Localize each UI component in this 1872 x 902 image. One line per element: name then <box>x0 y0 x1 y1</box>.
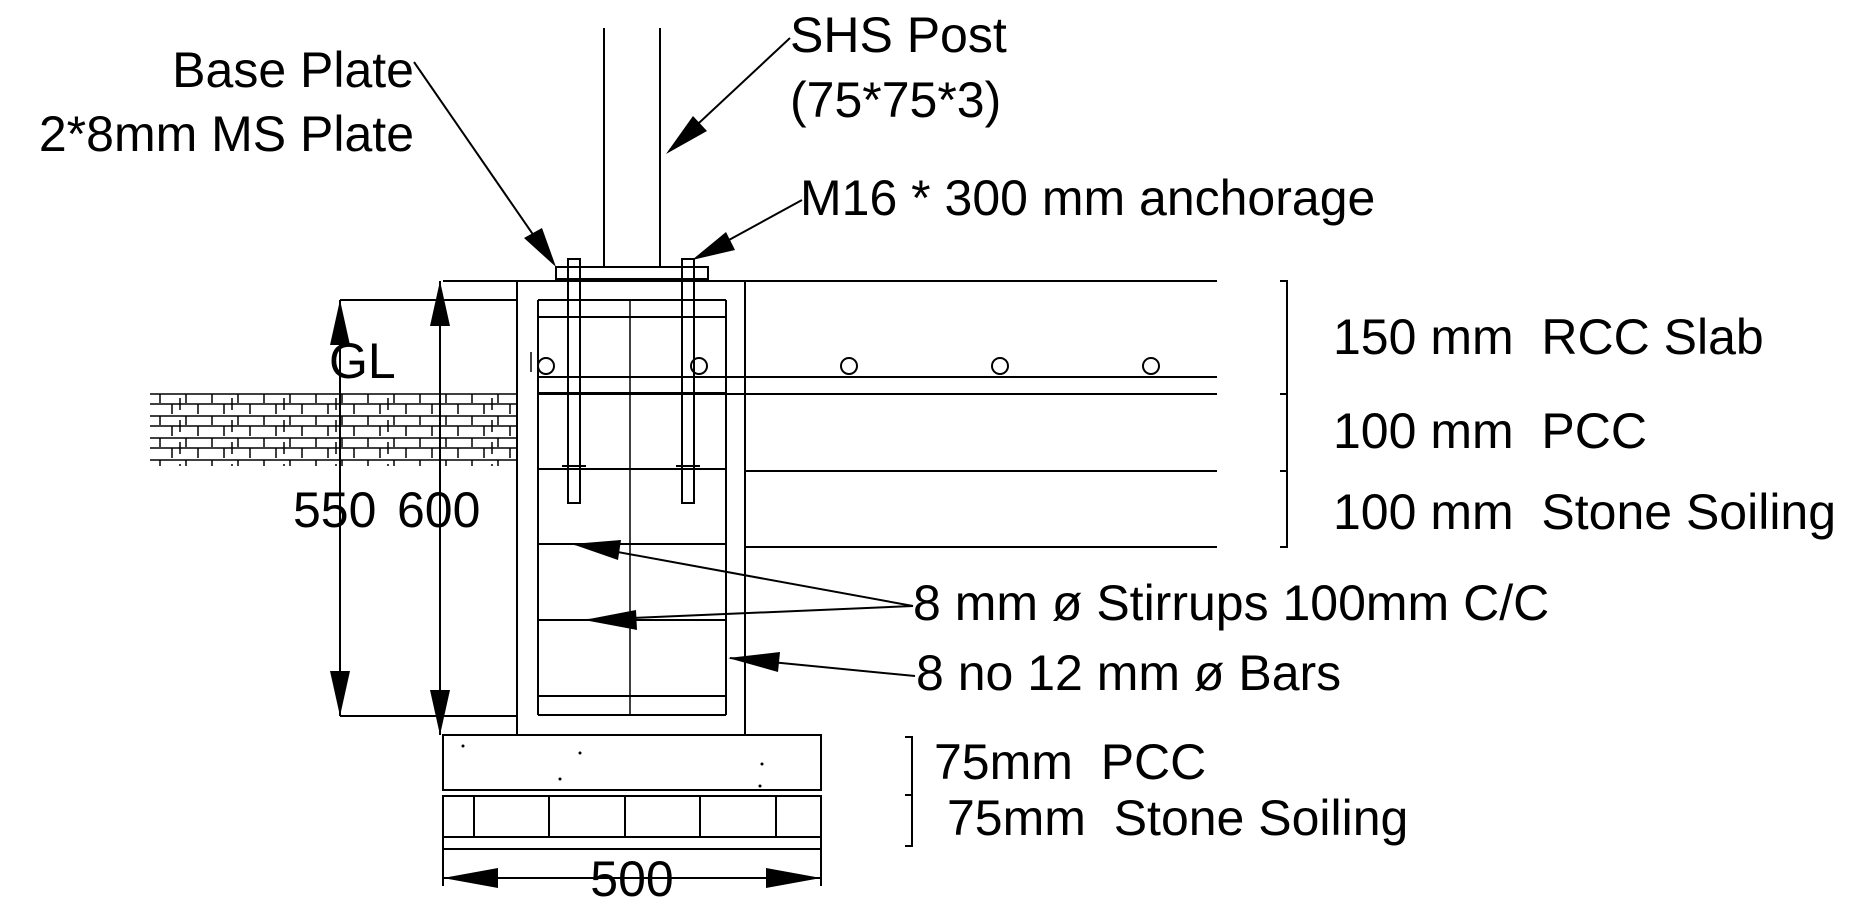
footing-stone-soiling <box>442 789 822 850</box>
slab-rebars <box>530 352 1160 375</box>
layer-brackets <box>905 280 1288 847</box>
footing-pcc-block <box>442 734 822 791</box>
pcc-layer-label: 100 mm PCC <box>1333 403 1647 459</box>
ground-level-label: GL <box>329 333 396 389</box>
shs-post-label: SHS Post <box>790 7 1007 63</box>
base-plate-label: Base Plate <box>172 42 414 98</box>
base-plate <box>555 266 709 280</box>
footing-pcc-label: 75mm PCC <box>934 734 1206 790</box>
bars-label: 8 no 12 mm ø Bars <box>916 645 1341 701</box>
slab-layers <box>443 280 1217 548</box>
anchor-bolts <box>562 258 700 504</box>
dimension-lines <box>330 281 822 888</box>
pedestal-column <box>516 281 746 735</box>
rcc-slab-label: 150 mm RCC Slab <box>1333 309 1764 365</box>
stone-soiling-layer-label: 100 mm Stone Soiling <box>1333 484 1836 540</box>
shs-post-size-label: (75*75*3) <box>790 72 1001 128</box>
dimension-500-label: 500 <box>590 851 673 902</box>
ground-hatch <box>150 393 516 466</box>
dimension-550-label: 550 <box>293 482 376 538</box>
stirrups-label: 8 mm ø Stirrups 100mm C/C <box>913 575 1549 631</box>
base-plate-spec-label: 2*8mm MS Plate <box>39 106 414 162</box>
stirrups <box>538 316 726 697</box>
dimension-600-label: 600 <box>397 482 480 538</box>
anchorage-label: M16 * 300 mm anchorage <box>800 170 1375 226</box>
shs-post <box>603 28 661 268</box>
footing-stone-soiling-label: 75mm Stone Soiling <box>947 790 1408 846</box>
leader-lines <box>413 37 916 677</box>
